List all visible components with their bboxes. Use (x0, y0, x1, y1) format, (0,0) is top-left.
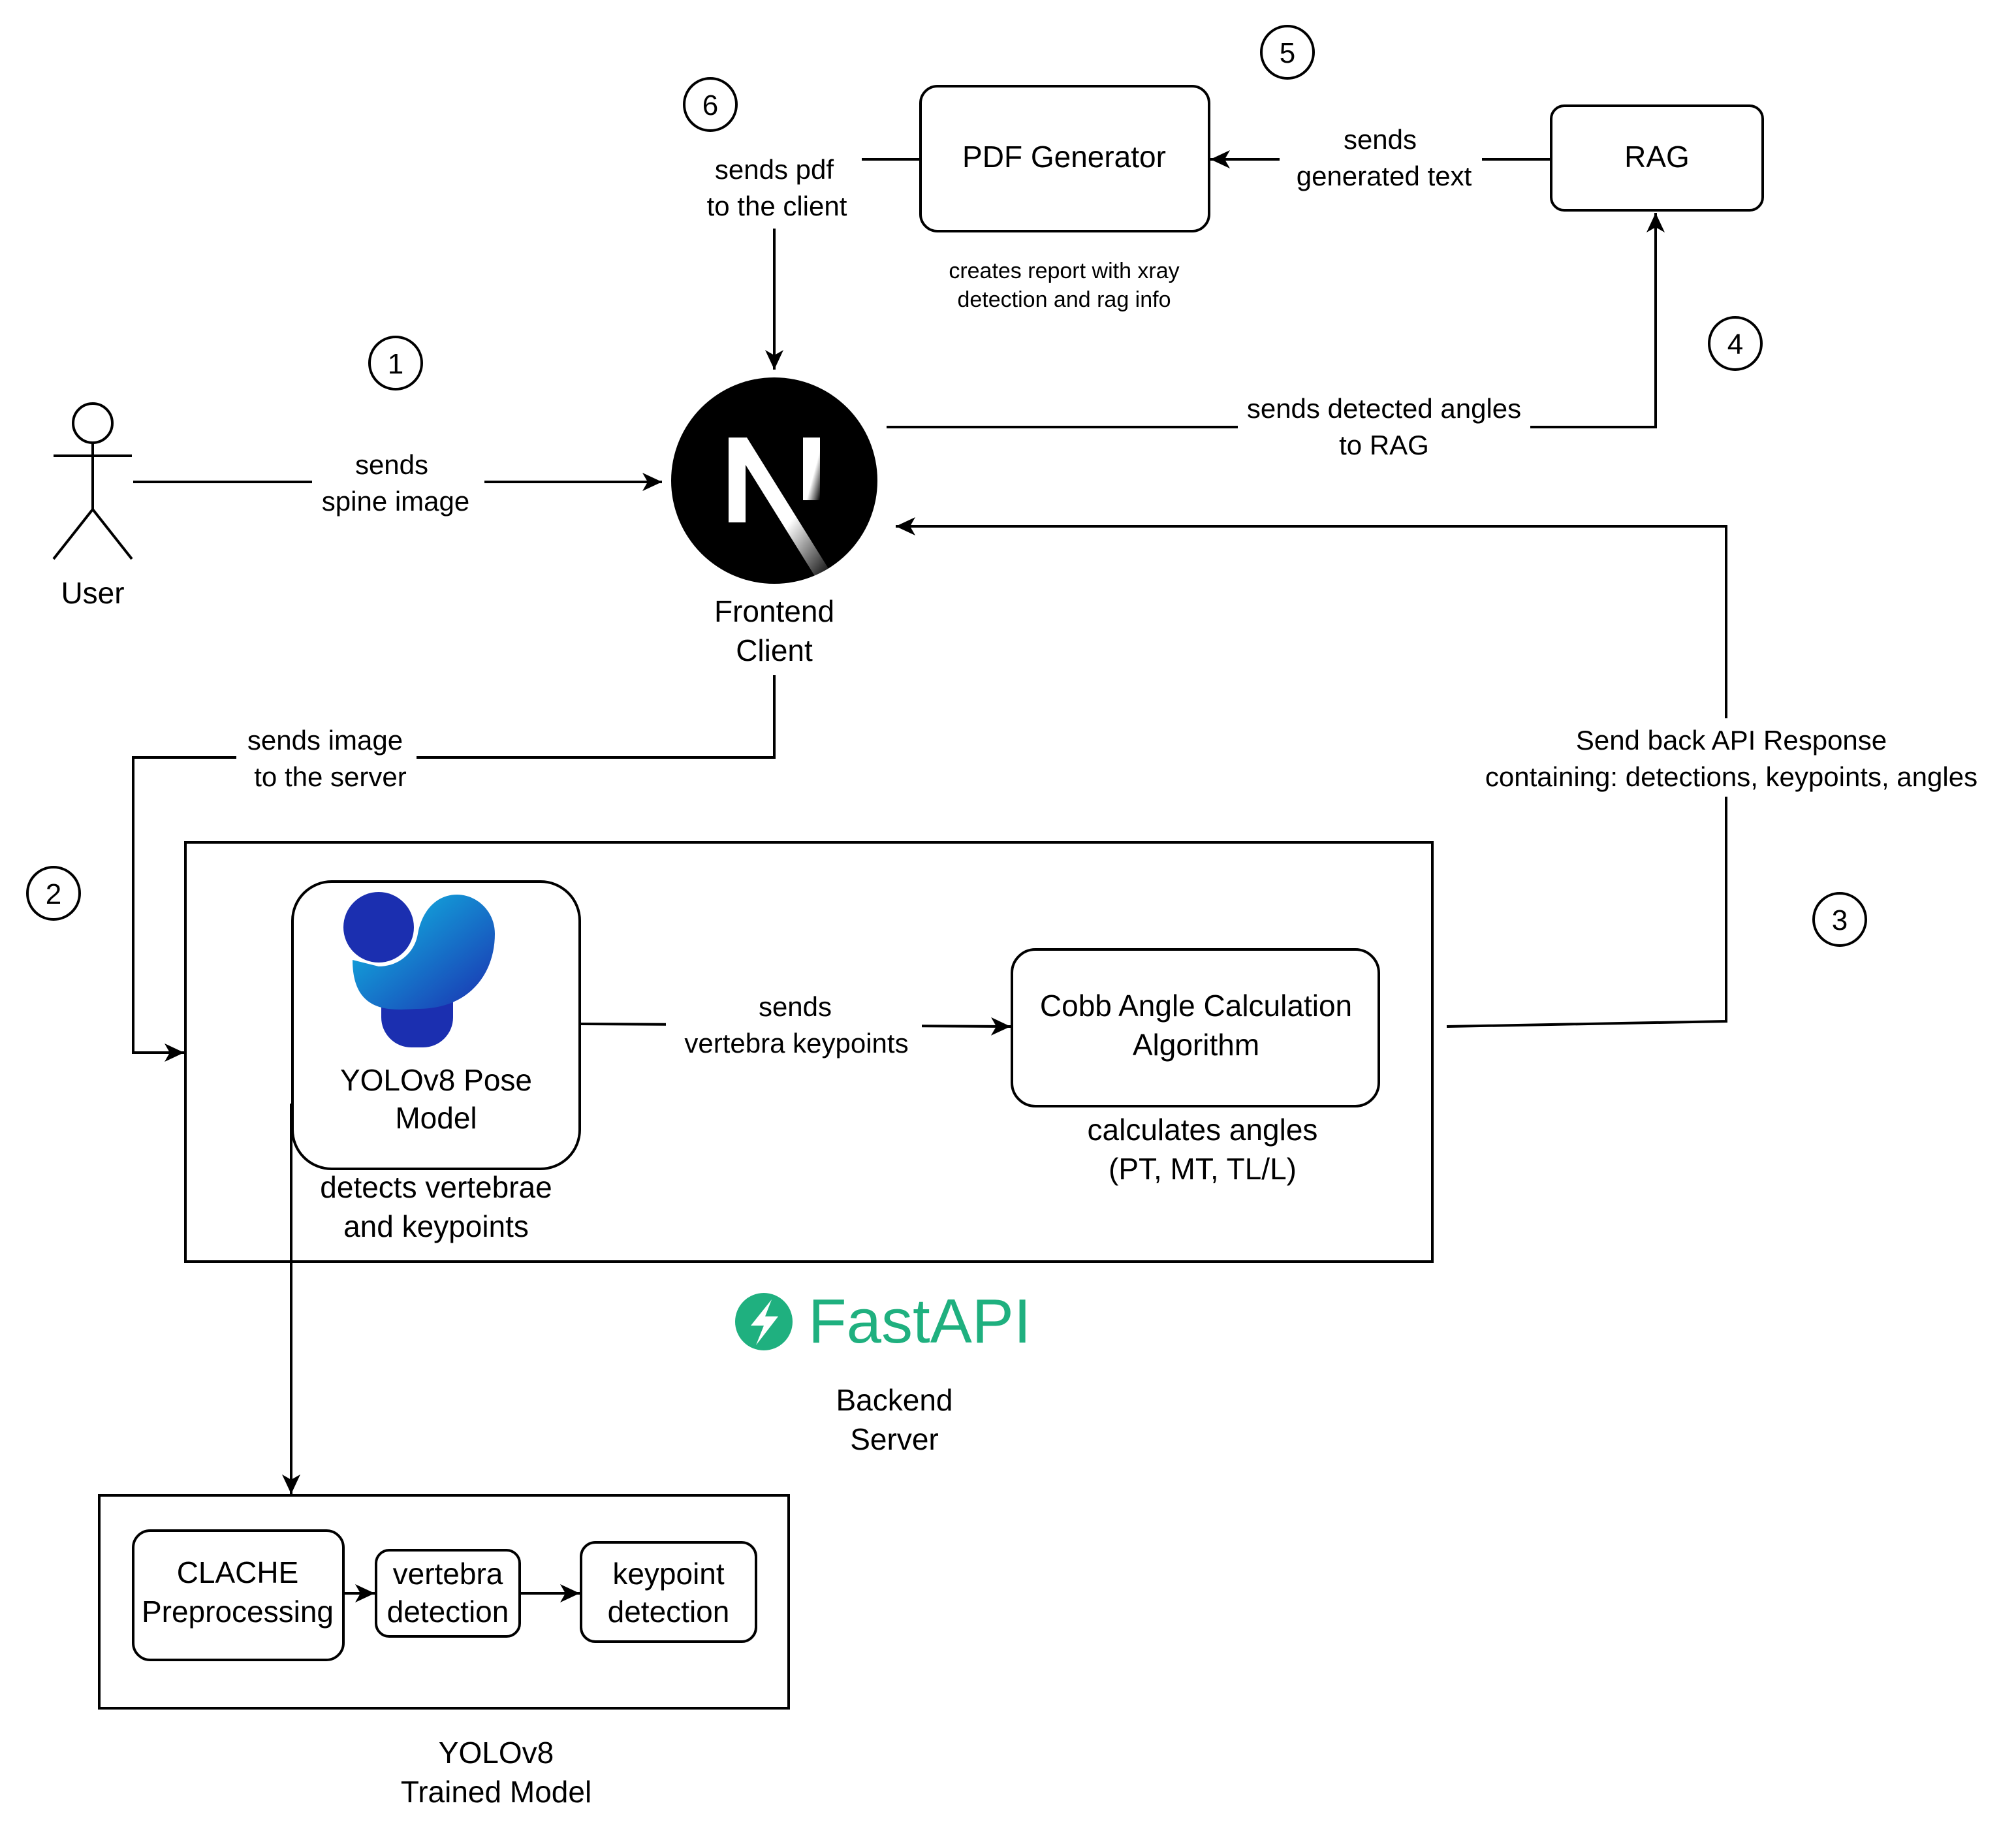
edge-label-rag-to-pdf-2: generated text (1297, 161, 1472, 191)
cobb-note-2: (PT, MT, TL/L) (1109, 1152, 1297, 1186)
edge-label-frontend-to-rag-2: to RAG (1339, 430, 1429, 460)
yolo-pose-label-2: Model (395, 1101, 477, 1135)
trained-model-container (98, 1494, 790, 1710)
edge-label-pdf-to-frontend-2: to the client (707, 191, 847, 221)
clahe-preprocessing-box (132, 1529, 345, 1661)
svg-text:5: 5 (1280, 37, 1295, 69)
step-marker-4: 4 (1708, 316, 1763, 371)
pdf-generator-note-2: detection and rag info (957, 287, 1171, 312)
svg-text:6: 6 (702, 89, 718, 121)
edge-label-user-to-frontend-1: sends (355, 449, 428, 480)
edge-label-user-to-frontend-2: spine image (322, 486, 469, 517)
step-marker-6: 6 (683, 77, 738, 132)
clahe-label-1: CLACHE (177, 1555, 299, 1589)
edge-label-yolo-to-cobb-2: vertebra keypoints (684, 1028, 908, 1059)
svg-text:4: 4 (1727, 328, 1743, 360)
nextjs-logo (671, 377, 877, 584)
keypoint-detection-box (580, 1541, 757, 1643)
vertebra-detection-label-1: vertebra (393, 1557, 503, 1591)
cobb-note-1: calculates angles (1088, 1113, 1318, 1147)
edge-label-rag-to-pdf-1: sends (1344, 124, 1417, 155)
clahe-label-2: Preprocessing (142, 1595, 334, 1629)
trained-model-label-2: Trained Model (401, 1775, 591, 1809)
step-marker-5: 5 (1260, 25, 1315, 80)
pdf-generator-label: PDF Generator (962, 140, 1166, 174)
step-marker-3: 3 (1812, 892, 1867, 947)
yolo-logo (343, 892, 495, 1047)
svg-text:2: 2 (46, 878, 61, 910)
cobb-label-1: Cobb Angle Calculation (1040, 989, 1352, 1023)
yolo-pose-note-1: detects vertebrae (320, 1170, 552, 1204)
rag-label: RAG (1624, 140, 1690, 174)
edge-label-server-to-frontend-2: containing: detections, keypoints, angle… (1485, 761, 1977, 792)
edge-frontend-to-rag (887, 213, 1665, 428)
step-marker-2: 2 (26, 866, 81, 921)
vertebra-detection-box (375, 1549, 521, 1638)
keypoint-detection-label-2: detection (608, 1595, 730, 1629)
backend-label-2: Server (850, 1422, 938, 1456)
yolo-pose-note-2: and keypoints (343, 1209, 529, 1243)
keypoint-detection-label-1: keypoint (612, 1557, 725, 1591)
edge-label-frontend-to-rag-1: sends detected angles (1247, 393, 1521, 424)
person-icon (52, 402, 133, 560)
cobb-label-2: Algorithm (1133, 1028, 1259, 1062)
edge-label-frontend-to-server-2: to the server (254, 761, 406, 792)
backend-server-container (184, 841, 1434, 1263)
trained-model-label-1: YOLOv8 (439, 1736, 554, 1770)
edge-label-pdf-to-frontend-1: sends pdf (715, 154, 834, 185)
fastapi-logo: FastAPI (735, 1286, 1031, 1356)
edge-label-yolo-to-cobb-1: sends (759, 991, 832, 1022)
user-label: User (61, 576, 124, 610)
edge-label-server-to-frontend-1: Send back API Response (1576, 725, 1887, 756)
step-marker-1: 1 (368, 336, 423, 390)
frontend-label-1: Frontend (714, 594, 834, 628)
rag-box (1550, 104, 1764, 212)
svg-text:3: 3 (1832, 904, 1848, 936)
fastapi-brand: FastAPI (808, 1286, 1031, 1356)
cobb-angle-box (1011, 948, 1380, 1107)
pdf-generator-note-1: creates report with xray (949, 259, 1179, 283)
svg-text:1: 1 (388, 348, 403, 380)
yolo-pose-label-1: YOLOv8 Pose (340, 1063, 532, 1097)
backend-label-1: Backend (836, 1383, 953, 1417)
edge-label-frontend-to-server-1: sends image (247, 725, 403, 756)
pdf-generator-box (919, 85, 1210, 232)
vertebra-detection-label-2: detection (387, 1595, 509, 1629)
edge-frontend-to-server (132, 675, 776, 1062)
frontend-label-2: Client (736, 633, 813, 667)
